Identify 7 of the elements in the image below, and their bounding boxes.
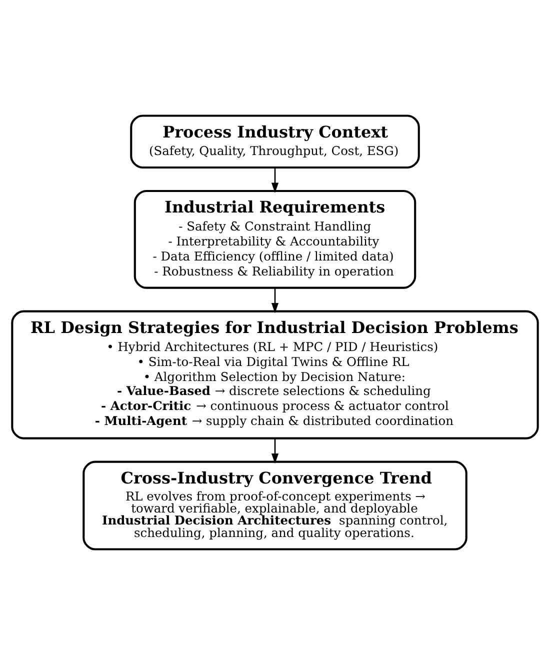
node-box: Process Industry Context (Safety, Quality, Throughput, Cost, ESG) [130,114,420,169]
node-box: Cross-Industry Convergence Trend RL evolves from proof-of-concept experiments → toward verifiable, explainable, and deployable Industrial Decision Architectures spanning control, scheduling, planning, and quality operations. [82,460,468,550]
arrow [271,168,279,193]
arrow [271,288,279,314]
node-box: RL Design Strategies for Industrial Decision Problems • Hybrid Architectures (RL + MPC / PID / Heuristics) • Sim-to-Real via Digital Twins & Offline RL • Algorithm Selection by Decision Nature: - Value-Based → discrete selections & scheduling - Actor-Critic → continuous process & actuator control - Multi-Agent → supply chain & distributed coordination [11,310,539,440]
arrow [271,438,279,464]
node-box: Industrial Requirements - Safety & Constraint Handling - Interpretability & Accountability - Data Efficiency (offline / limited data) - Robustness & Reliability in operation [134,190,416,289]
